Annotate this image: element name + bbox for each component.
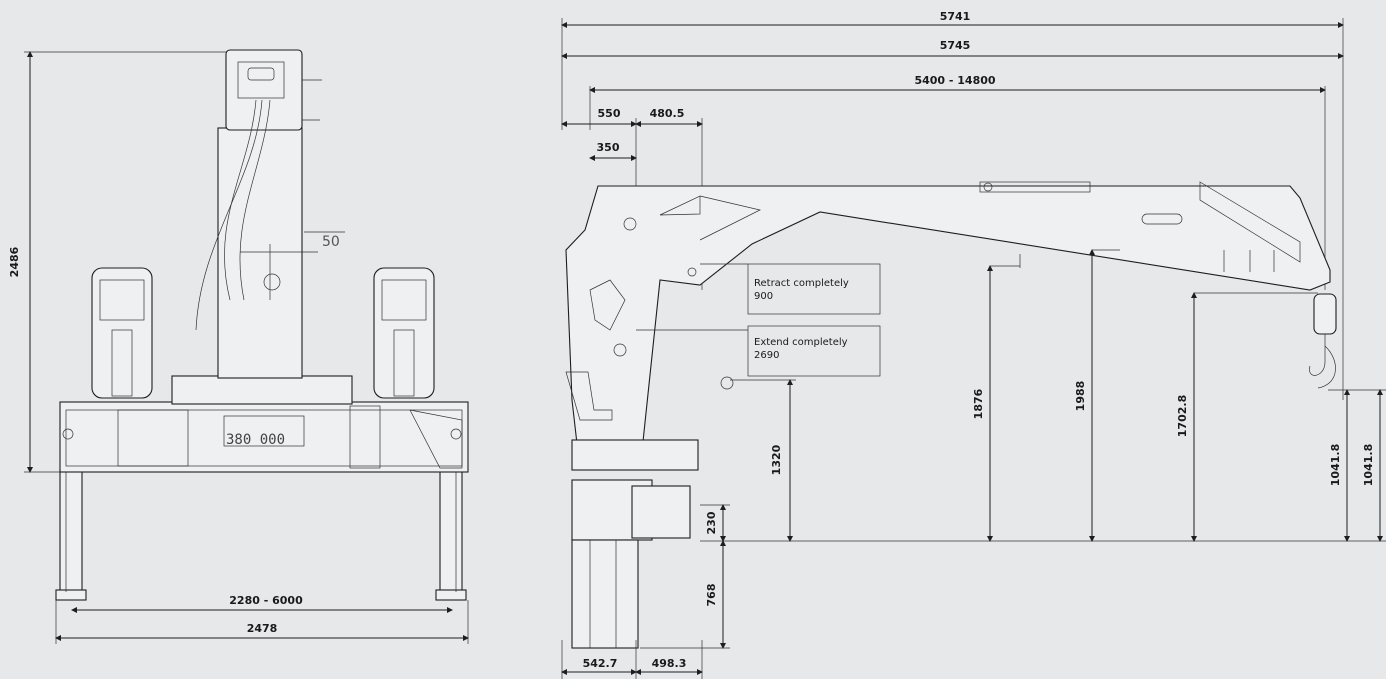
front-height-label: 2486 [8, 246, 21, 277]
dim-550: 550 [598, 107, 621, 120]
side-top-dimensions: 5741 5745 5400 - 14800 [561, 10, 1344, 400]
dim-1041-8-b: 1041.8 [1362, 444, 1375, 486]
dim-1041-8-a: 1041.8 [1329, 444, 1342, 486]
crane-side-body [565, 181, 1337, 649]
annotation-extend: Extend completely 2690 [636, 325, 881, 377]
annotation-retract: Retract completely 900 [700, 263, 881, 315]
crane-column: 50 [195, 49, 345, 379]
dim-542-7: 542.7 [583, 657, 618, 670]
dim-768: 768 [705, 584, 718, 607]
extend-label: Extend completely [754, 337, 848, 348]
dim-480-5: 480.5 [650, 107, 685, 120]
dim-reach: 5400 - 14800 [914, 74, 995, 87]
crane-base-frame: 380 000 [59, 375, 469, 473]
dim-230: 230 [705, 511, 718, 534]
dim-1702-8: 1702.8 [1176, 395, 1189, 437]
side-view: 5741 5745 5400 - 14800 550 480.5 350 [561, 10, 1386, 679]
retract-label: Retract completely [754, 278, 849, 289]
dim-5741: 5741 [940, 10, 971, 23]
base-width-label: 2478 [247, 622, 278, 635]
stabilizer-housings [91, 267, 435, 399]
dim-350: 350 [597, 141, 620, 154]
serial-number: 380 000 [226, 432, 285, 448]
dim-1988: 1988 [1074, 381, 1087, 412]
side-height-dimensions: 1320 1876 1988 1702.8 1041.8 1041.8 230 … [640, 249, 1386, 649]
front-bottom-dimensions: 2280 - 6000 2478 [55, 594, 469, 644]
dim-498-3: 498.3 [652, 657, 687, 670]
front-view: 2486 380 000 [8, 49, 469, 644]
extend-value: 2690 [754, 350, 779, 361]
front-height-dimension: 2486 [8, 51, 240, 473]
outrigger-span-label: 2280 - 6000 [229, 594, 303, 607]
dim-1320: 1320 [770, 444, 783, 475]
dim-5745: 5745 [940, 39, 971, 52]
retract-value: 900 [754, 291, 773, 302]
side-bottom-dimensions: 542.7 498.3 [561, 640, 703, 679]
outrigger-legs [55, 469, 467, 601]
dim-1876: 1876 [972, 388, 985, 419]
offset-50-label: 50 [322, 234, 340, 250]
